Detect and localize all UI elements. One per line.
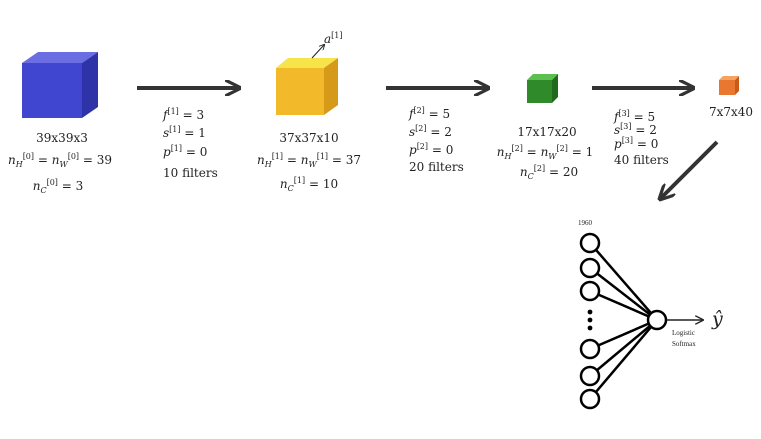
layer0-dims: 39x39x3: [36, 131, 88, 145]
layer2-volume-cube: [527, 74, 558, 103]
ellipsis-dots: [587, 309, 593, 331]
layer1-volume-cube: [276, 58, 338, 115]
layer2-nhw: nH[2] = nW[2] = 1: [496, 144, 594, 161]
output-activation-label: Logistic: [672, 329, 695, 337]
transition2-filters: 20 filters: [409, 160, 464, 174]
layer2-dims: 17x17x20: [517, 125, 577, 139]
transition1-s: s[1] = 1: [163, 125, 206, 140]
layer1-nc: nC[1] = 10: [279, 176, 339, 193]
layer3-dims: 7x7x40: [708, 105, 754, 119]
transition2-s: s[2] = 2: [409, 124, 452, 139]
transition1-p: p[1] = 0: [163, 144, 208, 159]
fully-connected-network: [579, 232, 668, 410]
layer2-nc: nC[2] = 20: [519, 164, 579, 181]
transition2-f: f[2] = 5: [409, 106, 451, 121]
layer3-volume-cube: [719, 76, 739, 95]
input-neuron: [579, 232, 601, 254]
input-neuron: [579, 280, 601, 302]
transition2-p: p[2] = 0: [409, 142, 454, 157]
arrow-flatten: [661, 140, 719, 198]
input-neuron: [579, 365, 601, 387]
layer0-nc: nC[0] = 3: [32, 178, 84, 195]
layer1-nhw: nH[1] = nW[1] = 37: [256, 152, 362, 169]
transition3-s: s[3] = 2: [614, 122, 657, 137]
transition3-filters: 40 filters: [614, 153, 669, 167]
activation-pointer: [311, 45, 324, 59]
transition1-filters: 10 filters: [163, 166, 218, 180]
input-neuron: [579, 257, 601, 279]
output-activation-label-2: Softmax: [672, 340, 696, 348]
activation-label: a[1]: [324, 31, 343, 46]
transition1-f: f[1] = 3: [163, 107, 205, 122]
y-hat-label: ŷ: [712, 308, 723, 330]
transition3-f: f[3] = 5: [614, 109, 656, 124]
input-volume-cube: [22, 52, 98, 118]
input-neuron: [579, 338, 601, 360]
units-count-label: 1960: [578, 219, 592, 227]
output-neuron: [646, 309, 668, 331]
layer0-nhw: nH[0] = nW[0] = 39: [7, 152, 113, 169]
layer1-dims: 37x37x10: [279, 131, 339, 145]
transition3-p: p[3] = 0: [614, 136, 659, 151]
input-neuron: [579, 388, 601, 410]
